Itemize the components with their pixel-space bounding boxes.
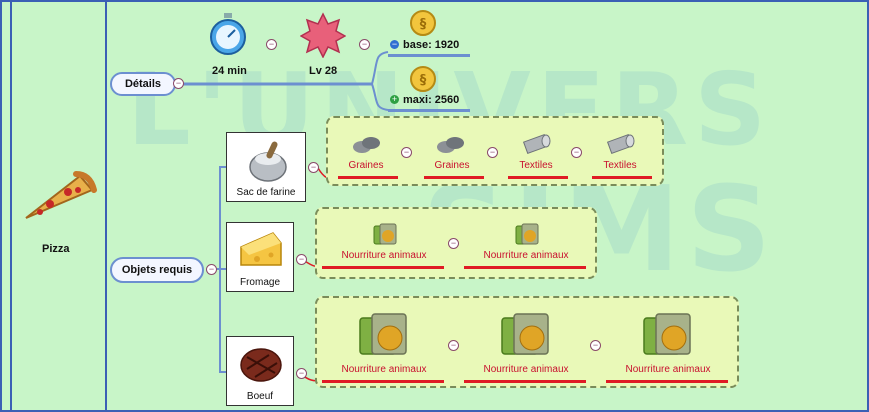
component-underline [464,380,586,383]
component-underline [508,176,568,179]
price-max-underline [388,109,470,112]
req-branch-flour [216,166,226,270]
details-branch-up [371,51,389,85]
animal-feed-icon [373,223,397,245]
requirements-node[interactable]: Objets requis [110,257,204,283]
component-collapse-toggle[interactable]: − [590,340,601,351]
component-collapse-toggle[interactable]: − [448,238,459,249]
component-underline [592,176,652,179]
stopwatch-icon [210,13,246,55]
requirements-label: Objets requis [121,264,193,276]
beef-icon [240,348,282,382]
component-collapse-toggle[interactable]: − [571,147,582,158]
price-base-label: base: 1920 [403,39,460,51]
item-card-cheese[interactable]: Fromage [226,222,294,292]
component-underline [606,380,728,383]
component-underline [322,266,444,269]
component-underline [424,176,484,179]
details-branch-down [371,83,389,111]
item-name: Boeuf [246,391,274,402]
component-collapse-toggle[interactable]: − [487,147,498,158]
component-label: Nourriture animaux [483,364,569,375]
animal-feed-icon [359,313,407,355]
level-collapse-toggle[interactable]: − [359,39,370,50]
item-name: Sac de farine [236,187,296,198]
svg-text:§: § [420,73,427,88]
beef-collapse-toggle[interactable]: − [296,368,307,379]
cheese-collapse-toggle[interactable]: − [296,254,307,265]
item-card-beef[interactable]: Boeuf [226,336,294,406]
item-name: Fromage [239,277,280,288]
component-label: Nourriture animaux [625,364,711,375]
textile-roll-icon [606,133,635,155]
component-underline [322,380,444,383]
flour-collapse-toggle[interactable]: − [308,162,319,173]
seeds-icon [437,137,464,153]
details-collapse-toggle[interactable]: − [173,78,184,89]
coin-icon: § [410,66,436,92]
animal-feed-icon [515,223,539,245]
minus-badge-icon: − [390,39,399,49]
cheese-icon [240,232,282,266]
root-label: Pizza [42,243,70,255]
component-collapse-toggle[interactable]: − [448,340,459,351]
component-label: Nourriture animaux [341,364,427,375]
item-card-flour[interactable]: Sac de farine [226,132,306,202]
time-label: 24 min [212,65,247,77]
price-max-label: maxi: 2560 [403,94,460,106]
component-label: Nourriture animaux [341,250,427,261]
details-node[interactable]: Détails [110,72,176,96]
component-label: Textiles [603,160,637,171]
textile-roll-icon [522,133,551,155]
time-collapse-toggle[interactable]: − [266,39,277,50]
component-underline [338,176,398,179]
component-label: Textiles [519,160,553,171]
svg-text:§: § [420,17,427,32]
component-label: Nourriture animaux [483,250,569,261]
level-star-icon [300,12,346,58]
requirements-collapse-toggle[interactable]: − [206,264,217,275]
seeds-icon [353,137,380,153]
level-label: Lv 28 [309,65,338,77]
component-collapse-toggle[interactable]: − [401,147,412,158]
coin-icon: § [410,10,436,36]
animal-feed-icon [501,313,549,355]
component-underline [464,266,586,269]
flour-sack-icon [249,141,287,182]
animal-feed-icon [643,313,691,355]
plus-badge-icon: + [390,94,399,104]
req-branch-beef [219,269,226,373]
component-label: Graines [434,160,470,171]
pizza-slice-icon [25,171,97,219]
details-label: Détails [124,78,162,90]
component-label: Graines [348,160,384,171]
price-base-underline [388,54,470,57]
